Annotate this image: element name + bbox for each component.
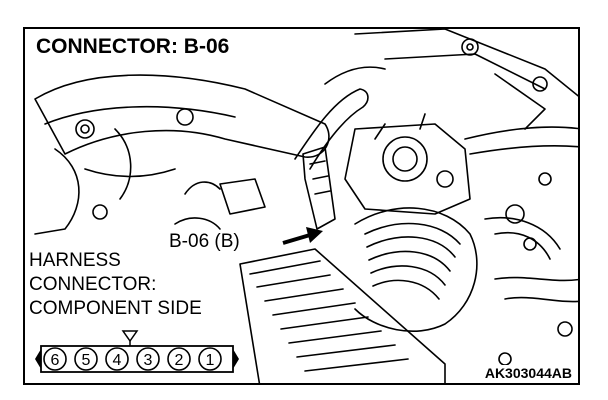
- connector-pin-number: 3: [144, 352, 153, 369]
- throttle-body: [344, 123, 471, 215]
- harness-connector-label: HARNESS CONNECTOR: COMPONENT SIDE: [27, 249, 204, 321]
- air-intake-duct: [354, 207, 478, 332]
- intake-manifold: [34, 74, 330, 158]
- harness-label-line1: HARNESS: [29, 250, 121, 271]
- right-pipes: [464, 126, 578, 140]
- callout-label: B-06 (B): [169, 231, 240, 252]
- figure-code: AK303044AB: [482, 365, 574, 381]
- connector-title: CONNECTOR: B-06: [33, 35, 233, 59]
- diagram-frame: CONNECTOR: B-06 B-06 (B) HARNESS CONNECT…: [23, 27, 580, 385]
- air-cleaner-box: [239, 248, 446, 383]
- connector-pin-number: 6: [51, 352, 60, 369]
- sensor-bracket: [302, 146, 336, 230]
- connector-pin-3: [136, 347, 160, 371]
- harness-label-line3: COMPONENT SIDE: [29, 298, 202, 319]
- connector-pin-2: [167, 347, 191, 371]
- connector-pin-5: [74, 347, 98, 371]
- pin-marker-triangle: [121, 330, 139, 343]
- upper-hose: [294, 88, 369, 170]
- connector-pin-6: [43, 347, 67, 371]
- engine-bay-illustration: [34, 29, 578, 383]
- connector-pin-number: 4: [113, 352, 122, 369]
- connector-pin-number: 1: [206, 352, 215, 369]
- connector-pin-number: 2: [175, 352, 184, 369]
- connector-pin-number: 5: [82, 352, 91, 369]
- harness-label-line2: CONNECTOR:: [29, 274, 157, 295]
- connector-pin-diagram: 6 5 4 3 2 1: [35, 330, 239, 373]
- callout-arrow: [282, 227, 323, 245]
- connector-pin-4: [105, 347, 129, 371]
- connector-pin-1: [198, 347, 222, 371]
- left-connector: [219, 178, 266, 215]
